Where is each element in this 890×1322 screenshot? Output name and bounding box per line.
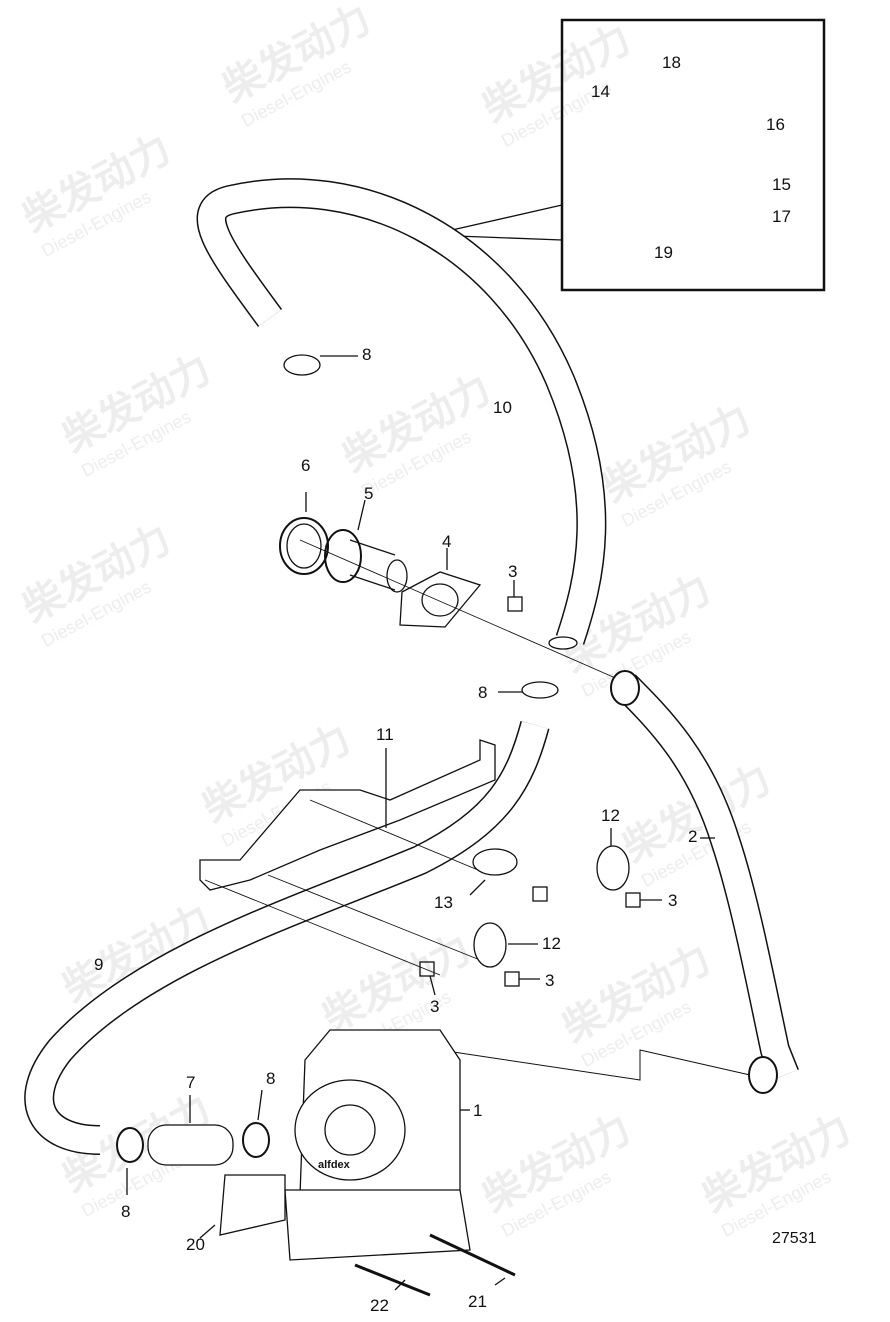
callout-2: 2 — [688, 827, 698, 846]
callout-16: 16 — [766, 115, 785, 134]
callout-6: 6 — [301, 456, 311, 475]
drawing-number: 27531 — [772, 1230, 817, 1247]
callout-7: 7 — [186, 1073, 196, 1092]
callout-8: 8 — [362, 345, 372, 364]
callout-1: 1 — [473, 1101, 483, 1120]
callout-3: 3 — [508, 562, 518, 581]
callout-21: 21 — [468, 1292, 487, 1311]
callout-12: 12 — [601, 806, 620, 825]
callout-17: 17 — [772, 207, 791, 226]
callout-20: 20 — [186, 1235, 205, 1254]
callout-18: 18 — [662, 53, 681, 72]
detail-inset-box — [560, 18, 826, 292]
callout-3: 3 — [668, 891, 678, 910]
callout-3: 3 — [545, 971, 555, 990]
callout-8: 8 — [121, 1202, 131, 1221]
callout-15: 15 — [772, 175, 791, 194]
callout-14: 14 — [591, 82, 610, 101]
callout-22: 22 — [370, 1296, 389, 1315]
callout-12: 12 — [542, 934, 561, 953]
callout-5: 5 — [364, 484, 374, 503]
callout-13: 13 — [434, 893, 453, 912]
callout-8: 8 — [478, 683, 488, 702]
callout-3: 3 — [430, 997, 440, 1016]
callout-19: 19 — [654, 243, 673, 262]
callout-4: 4 — [442, 532, 452, 551]
callout-9: 9 — [94, 955, 104, 974]
callout-11: 11 — [376, 725, 394, 744]
callout-10: 10 — [493, 398, 512, 417]
brand-marking: alfdex — [318, 1159, 350, 1171]
callout-8: 8 — [266, 1069, 276, 1088]
